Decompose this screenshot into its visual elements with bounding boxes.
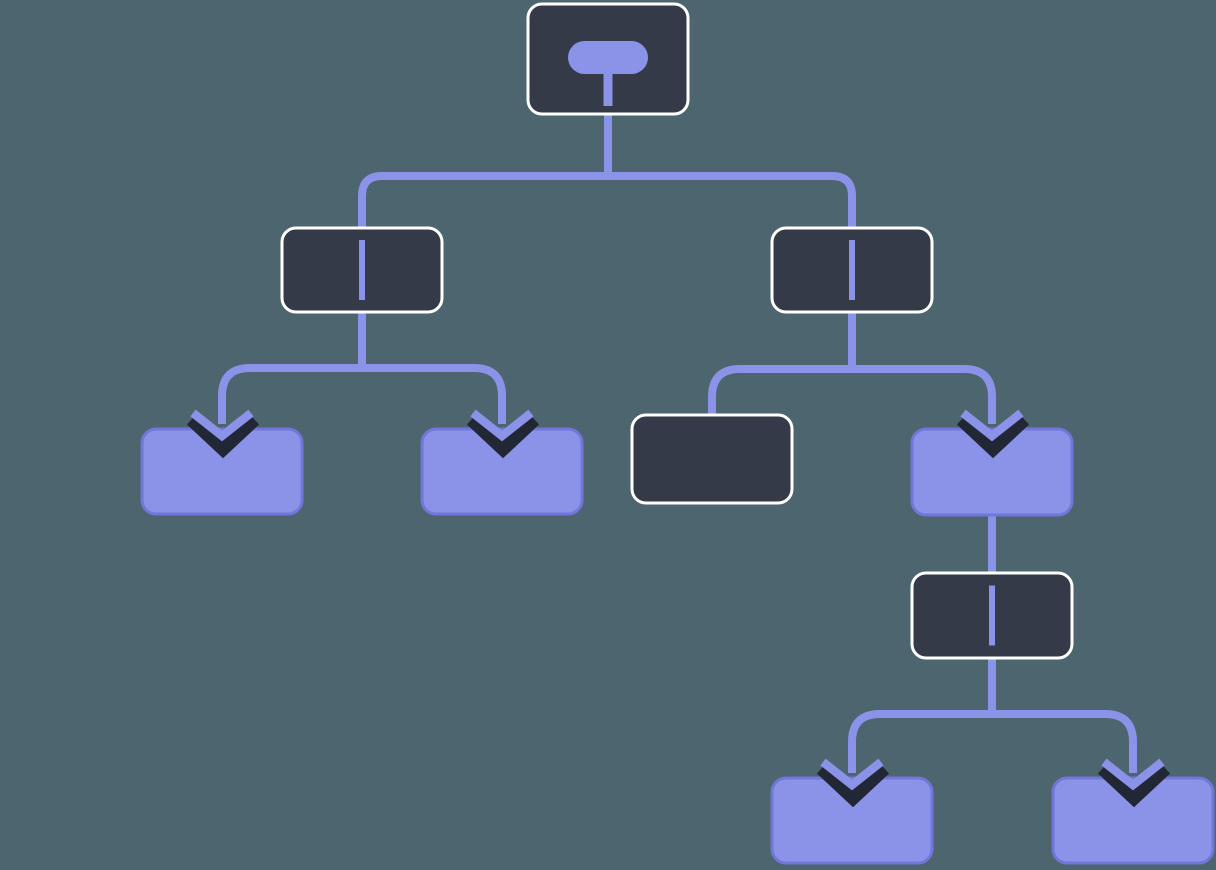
node-child-right-merge[interactable]	[910, 427, 1074, 517]
arrow-chevron-light-icon-merge-node	[960, 409, 1024, 442]
edge-level1-bar	[358, 172, 856, 232]
root-node-pill-icon	[568, 41, 648, 74]
arrow-chevron-dark-icon-leaf-bottom-2	[1097, 762, 1171, 808]
edge-bottom-bar	[848, 710, 1137, 773]
arrow-chevron-light-icon-leaf-bottom-1	[820, 758, 884, 791]
arrow-chevron-light-icon-leaf-left-1	[190, 409, 254, 442]
arrow-chevron-dark-icon-merge-node	[956, 413, 1030, 459]
arrow-chevron-dark-icon-leaf-left-1	[186, 413, 260, 459]
node-leaf-bottom-1[interactable]	[770, 776, 934, 865]
arrow-chevron-dark-icon-leaf-left-2	[466, 413, 540, 459]
arrow-chevron-light-icon-leaf-left-2	[470, 409, 534, 442]
edge-right-bar	[708, 365, 996, 424]
arrow-chevron-light-icon-leaf-bottom-2	[1101, 758, 1165, 791]
edge-left-bar	[218, 364, 506, 424]
node-child-right-empty[interactable]	[630, 413, 794, 505]
node-leaf-bottom-2[interactable]	[1051, 776, 1215, 865]
node-leaf-left-2[interactable]	[420, 427, 584, 516]
arrow-chevron-dark-icon-leaf-bottom-1	[816, 762, 890, 808]
root-node-stem-icon	[603, 70, 613, 106]
node-leaf-left-1[interactable]	[140, 427, 304, 516]
